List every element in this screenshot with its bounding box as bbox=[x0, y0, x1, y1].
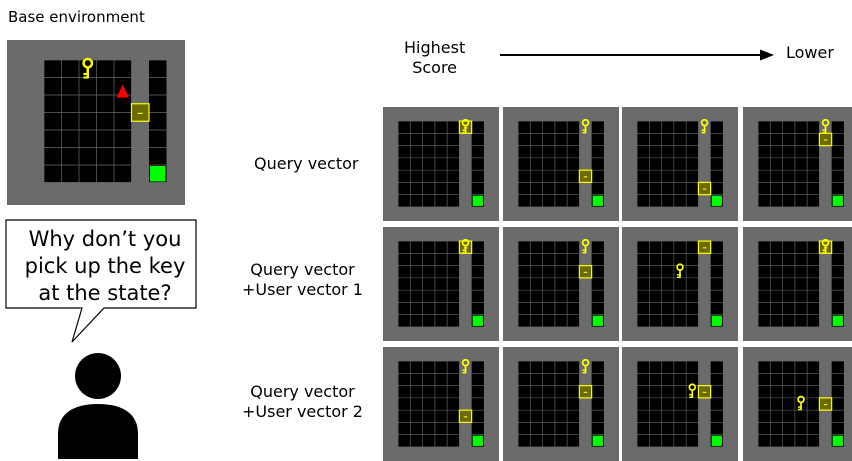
key-icon bbox=[821, 118, 830, 134]
left-room bbox=[758, 361, 820, 447]
row-label-user2-line2: +User vector 2 bbox=[242, 402, 363, 421]
door-icon bbox=[818, 397, 833, 411]
header-lower-label: Lower bbox=[786, 43, 834, 62]
base-environment-title: Base environment bbox=[8, 8, 145, 26]
corridor bbox=[471, 121, 484, 207]
agent-triangle-icon bbox=[116, 84, 129, 98]
corridor bbox=[831, 361, 844, 447]
key-icon bbox=[461, 118, 470, 134]
door-icon bbox=[578, 169, 593, 183]
goal-square bbox=[711, 315, 722, 326]
score-arrow bbox=[500, 48, 774, 62]
state-r0-c1 bbox=[503, 107, 619, 221]
row-label-query-line1: Query vector bbox=[254, 154, 359, 173]
speech-bubble bbox=[0, 210, 210, 350]
goal-square bbox=[592, 195, 603, 206]
goal-square bbox=[832, 315, 843, 326]
speech-bubble-text: Why don’t you pick up the key at the sta… bbox=[24, 227, 186, 305]
key-icon bbox=[581, 358, 590, 374]
row-label-user1-line1: Query vector bbox=[250, 260, 355, 279]
state-r2-c0 bbox=[383, 347, 499, 461]
left-room bbox=[758, 241, 820, 327]
door-icon bbox=[818, 132, 833, 147]
corridor bbox=[591, 241, 604, 327]
state-r2-c1 bbox=[503, 347, 619, 461]
row-label-query: Query vector bbox=[254, 154, 358, 174]
left-room bbox=[398, 121, 460, 207]
goal-square bbox=[711, 195, 722, 206]
door-icon bbox=[697, 385, 712, 399]
key-icon bbox=[688, 383, 697, 398]
state-r1-c2 bbox=[622, 227, 738, 341]
corridor bbox=[149, 60, 167, 183]
state-r0-c0 bbox=[383, 107, 499, 221]
header-highest-label: Highest bbox=[404, 38, 466, 57]
state-r1-c3 bbox=[743, 227, 852, 341]
state-r0-c2 bbox=[622, 107, 738, 221]
goal-square bbox=[592, 315, 603, 326]
door-icon bbox=[130, 103, 150, 122]
left-room bbox=[637, 241, 699, 327]
key-icon bbox=[581, 238, 590, 254]
base-environment-grid bbox=[7, 40, 185, 205]
door-icon bbox=[697, 240, 712, 254]
goal-square bbox=[472, 435, 483, 446]
goal-square bbox=[832, 195, 843, 206]
corridor bbox=[471, 361, 484, 447]
door-icon bbox=[697, 181, 712, 196]
key-icon bbox=[700, 118, 709, 134]
goal-square bbox=[150, 166, 166, 182]
corridor bbox=[591, 121, 604, 207]
key-icon bbox=[676, 263, 684, 278]
left-room bbox=[518, 241, 580, 327]
left-room bbox=[637, 361, 699, 447]
goal-square bbox=[832, 435, 843, 446]
left-room bbox=[44, 60, 132, 183]
key-icon bbox=[461, 358, 470, 374]
left-room bbox=[637, 121, 699, 207]
key-icon bbox=[82, 57, 94, 79]
left-room bbox=[398, 241, 460, 327]
state-r2-c3 bbox=[743, 347, 852, 461]
header-highest-score: Highest Score bbox=[404, 38, 465, 78]
corridor bbox=[831, 241, 844, 327]
corridor bbox=[591, 361, 604, 447]
state-r0-c3 bbox=[743, 107, 852, 221]
corridor bbox=[710, 121, 723, 207]
door-icon bbox=[578, 385, 593, 399]
goal-square bbox=[472, 195, 483, 206]
key-icon bbox=[581, 118, 590, 134]
key-icon bbox=[461, 238, 470, 254]
goal-square bbox=[592, 435, 603, 446]
row-label-user1: Query vector +User vector 1 bbox=[242, 260, 363, 300]
goal-square bbox=[711, 435, 722, 446]
corridor bbox=[831, 121, 844, 207]
key-icon bbox=[797, 395, 805, 411]
goal-square bbox=[472, 315, 483, 326]
left-room bbox=[518, 361, 580, 447]
user-silhouette-icon bbox=[54, 350, 144, 459]
state-r2-c2 bbox=[622, 347, 738, 461]
row-label-user1-line2: +User vector 1 bbox=[242, 280, 363, 299]
left-room bbox=[758, 121, 820, 207]
row-label-user2: Query vector +User vector 2 bbox=[242, 382, 363, 422]
header-score-label: Score bbox=[412, 58, 458, 77]
left-room bbox=[398, 361, 460, 447]
door-icon bbox=[578, 265, 593, 279]
corridor bbox=[710, 241, 723, 327]
corridor bbox=[471, 241, 484, 327]
state-r1-c0 bbox=[383, 227, 499, 341]
key-icon bbox=[821, 238, 830, 254]
state-r1-c1 bbox=[503, 227, 619, 341]
door-icon bbox=[458, 409, 473, 423]
left-room bbox=[518, 121, 580, 207]
corridor bbox=[710, 361, 723, 447]
row-label-user2-line1: Query vector bbox=[250, 382, 355, 401]
